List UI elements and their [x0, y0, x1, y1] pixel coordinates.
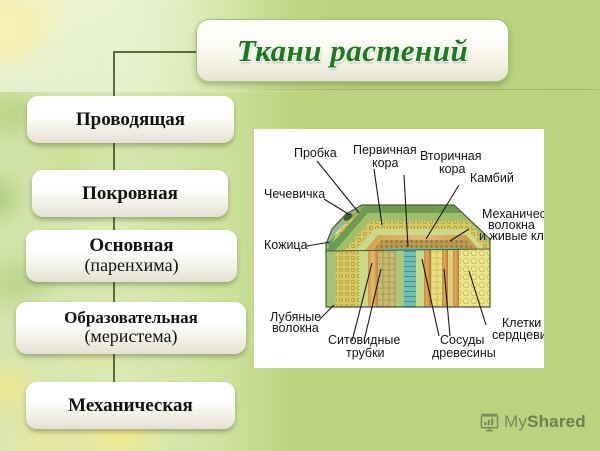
diagram-label-sitovidnye-2: трубки: [346, 346, 385, 360]
header-divider-line: [0, 89, 600, 90]
list-item-mehanicheskaya[interactable]: Механическая: [26, 382, 235, 429]
diagram-label-pervichnaya-kora-1: Первичная: [353, 143, 417, 157]
diagram-label-pervichnaya-kora-2: кора: [372, 156, 399, 170]
diagram-label-kambiy: Камбий: [470, 171, 514, 185]
page-title-text: Ткани растений: [236, 32, 469, 68]
diagram-label-kletki-2: сердцевины: [492, 328, 544, 342]
myshared-logo[interactable]: MyShared: [480, 412, 586, 432]
diagram-label-sosudy-2: древесины: [432, 346, 496, 360]
stem-block-outline: [325, 204, 491, 308]
diagram-label-kletki-1: Клетки: [502, 316, 541, 330]
diagram-label-sitovidnye-1: Ситовидные: [328, 333, 400, 347]
diagram-label-mehanicheskie-3: и живые клетки: [479, 229, 544, 243]
diagram-label-sosudy-1: Сосуды: [440, 333, 484, 347]
diagram-label-lubyanye-2: волокна: [272, 321, 319, 335]
logo-text-my: My: [504, 412, 528, 431]
diagram-label-mehanicheskie-1: Механические: [482, 207, 544, 221]
list-item-label: Образовательная: [64, 308, 198, 328]
diagram-label-vtorichnaya-kora-1: Вторичная: [420, 149, 482, 163]
list-item-label: Покровная: [82, 182, 178, 204]
list-item-obrazovatelnaya[interactable]: Образовательная (меристема): [16, 302, 246, 354]
myshared-logo-text: MyShared: [504, 412, 586, 432]
list-item-sublabel: (меристема): [84, 326, 178, 347]
list-item-provodyashchaya[interactable]: Проводящая: [27, 96, 234, 143]
list-item-pokrovnaya[interactable]: Покровная: [32, 170, 228, 217]
list-item-label: Основная: [89, 235, 174, 257]
list-item-label: Проводящая: [75, 108, 186, 130]
list-item-sublabel: (паренхима): [84, 255, 179, 276]
diagram-label-lubyanye-1: Лубяные: [270, 310, 321, 324]
list-item-label: Механическая: [68, 394, 193, 416]
list-item-osnovnaya[interactable]: Основная (паренхима): [26, 230, 237, 282]
connector-horizontal: [113, 51, 205, 53]
page-title: Ткани растений: [196, 19, 509, 82]
diagram-label-kozhica: Кожица: [264, 238, 308, 252]
diagram-label-chechevichka: Чечевичка: [264, 187, 325, 201]
diagram-label-mehanicheskie-2: волокна: [488, 218, 535, 232]
presentation-board-icon: [480, 413, 499, 431]
stem-structure-diagram-panel[interactable]: Пробка Первичная кора Вторичная кора Кам…: [254, 129, 544, 368]
stem-structure-diagram: Пробка Первичная кора Вторичная кора Кам…: [254, 129, 544, 368]
connector-vertical: [113, 51, 115, 406]
logo-text-shared: Shared: [527, 412, 586, 431]
label-leader-lines: [306, 160, 487, 342]
diagram-label-vtorichnaya-kora-2: кора: [439, 162, 466, 176]
diagram-label-probka: Пробка: [294, 146, 337, 160]
diagram-label-group: Пробка Первичная кора Вторичная кора Кам…: [264, 143, 544, 360]
